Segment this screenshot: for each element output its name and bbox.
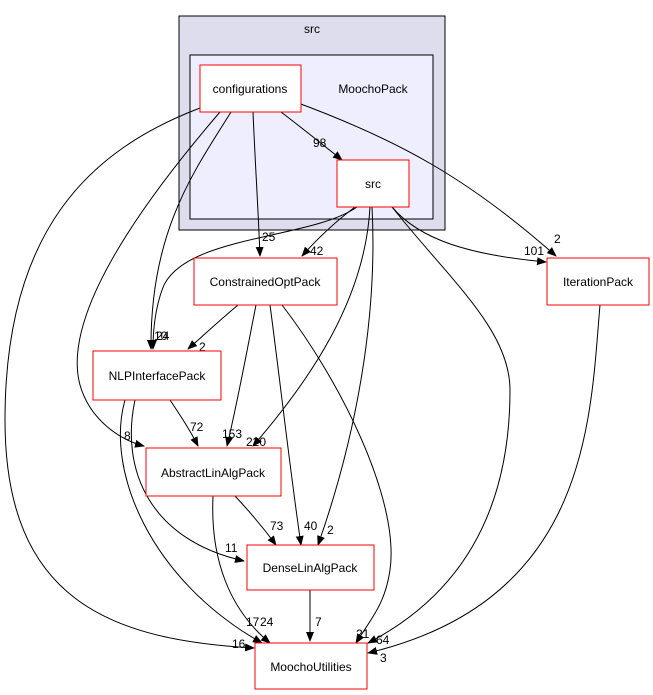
edge-nlp-to-moocho[interactable] [119,399,263,644]
node-src-box [336,159,410,208]
edge-label-dense-to-moocho: 7 [315,615,322,629]
node-denselinalgpack-box [246,544,375,591]
edge-label-nlp-to-moocho: 17 [246,615,260,629]
edge-label-constrained-to-abstract: 153 [222,427,242,441]
edge-label-src-to-moocho: 64 [376,633,390,647]
edge-abstract-to-moocho[interactable] [212,495,271,644]
edge-label-abstract-to-dense: 73 [270,519,284,533]
edge-configurations-to-constrained[interactable] [252,111,264,257]
edge-label-configurations-to-nlp: 10 [154,329,168,343]
edge-label-nlp-to-abstract: 72 [190,420,204,434]
node-iterationpack[interactable]: IterationPack [546,257,650,306]
edge-configurations-to-iteration[interactable] [289,99,557,257]
edge-constrained-to-abstract[interactable] [225,304,257,447]
node-denselinalgpack[interactable]: DenseLinAlgPack [246,544,375,591]
node-src[interactable]: src [336,159,410,208]
edge-nlp-to-abstract[interactable] [169,399,199,447]
edge-label-constrained-to-moocho: 21 [356,627,370,641]
edge-configurations-to-abstract[interactable] [76,111,221,448]
node-moochoutilities-label: MoochoUtilities [270,660,351,674]
edge-label-constrained-to-nlp: 2 [199,340,206,354]
edge-src-to-dense[interactable] [317,206,374,546]
edge-label-iteration-to-moocho: 3 [380,651,387,665]
node-iterationpack-label: IterationPack [563,275,634,289]
node-constrainedoptpack[interactable]: ConstrainedOptPack [193,257,338,306]
node-nlpinterfacepack-label: NLPInterfacePack [109,369,207,383]
edge-label-configurations-to-abstract: 8 [124,429,131,443]
edge-src-to-nlp[interactable] [149,206,358,350]
node-abstractlinalgpack-label: AbstractLinAlgPack [161,466,266,480]
edge-label-configurations-to-src: 98 [313,136,327,150]
node-nlpinterfacepack-box [92,350,222,401]
edge-label-src-to-abstract: 220 [246,435,266,449]
cluster-src-label: src [304,22,320,36]
node-moochoutilities-box [254,642,368,690]
edge-label-configurations-to-moocho: 16 [232,637,246,651]
node-configurations[interactable]: configurations [199,64,302,113]
node-nlpinterfacepack[interactable]: NLPInterfacePack [92,350,222,401]
node-configurations-label: configurations [213,82,288,96]
node-configurations-box [199,64,302,113]
edge-label-src-to-iteration: 101 [524,244,544,258]
edge-nlp-to-dense[interactable] [130,399,245,563]
edge-label-constrained-to-dense: 40 [304,519,318,533]
edge-configurations-to-nlp[interactable] [146,111,232,350]
edge-constrained-to-dense[interactable] [269,304,304,546]
node-denselinalgpack-label: DenseLinAlgPack [263,561,359,575]
edge-constrained-to-nlp[interactable] [187,304,239,350]
node-iterationpack-box [546,257,650,306]
edge-configurations-to-moocho[interactable] [4,107,255,652]
edge-src-to-moocho[interactable] [367,206,511,644]
edge-label-src-to-nlp: 24 [156,329,170,343]
edge-label-abstract-to-moocho: 24 [260,615,274,629]
node-constrainedoptpack-box [193,257,338,306]
node-src-label: src [365,177,381,191]
edge-label-configurations-to-constrained: 25 [262,230,276,244]
edge-label-configurations-to-iteration: 2 [554,232,561,246]
node-constrainedoptpack-label: ConstrainedOptPack [210,275,322,289]
edge-label-src-to-constrained: 42 [310,244,324,258]
node-moochoutilities[interactable]: MoochoUtilities [254,642,368,690]
edges: 98 25 2 10 8 16 42 101 24 220 2 64 [4,99,601,665]
edge-iteration-to-moocho[interactable] [367,304,601,655]
edge-src-to-abstract[interactable] [252,206,371,447]
edge-src-to-iteration[interactable] [391,206,547,266]
edge-constrained-to-moocho[interactable] [281,304,392,644]
node-abstractlinalgpack-box [145,447,282,497]
edge-abstract-to-dense[interactable] [234,495,277,546]
edge-label-src-to-dense: 2 [327,523,334,537]
edge-configurations-to-src[interactable] [280,111,343,161]
cluster-moochopack-label: MoochoPack [338,82,408,96]
node-abstractlinalgpack[interactable]: AbstractLinAlgPack [145,447,282,497]
edge-label-nlp-to-dense: 11 [225,541,238,555]
